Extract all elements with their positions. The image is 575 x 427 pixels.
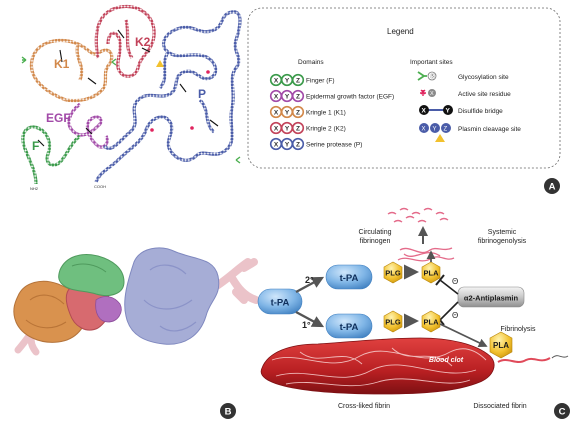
route-1-label: 1°	[302, 320, 311, 330]
dissociated-fibrin-label: Dissociated fibrin	[473, 403, 526, 410]
fibrinolysis-label: Fibrinolysis	[500, 326, 536, 333]
cross-linked-fibrin-label: Cross-liked fibrin	[338, 403, 390, 410]
svg-text:X: X	[430, 91, 434, 97]
egf-label: EGF	[46, 111, 71, 125]
legend-bead-letter: Y	[285, 125, 290, 132]
k1-label: K1	[54, 57, 70, 71]
k1-domain-chain	[29, 38, 114, 103]
legend-bead-letter: X	[274, 77, 279, 84]
legend-bead-letter: Z	[296, 109, 300, 116]
legend-bead-letter: X	[274, 125, 279, 132]
glycosylation-site-icon: Ⓢ	[417, 71, 437, 81]
protease-domain-chain	[94, 10, 242, 183]
legend-bead	[291, 105, 305, 119]
svg-text:A: A	[549, 182, 556, 193]
svg-text:C: C	[559, 407, 566, 418]
legend-domain-label: Serine protease (P)	[306, 141, 362, 148]
legend-bead	[291, 137, 305, 151]
site-label-active: Active site residue	[458, 91, 511, 98]
legend-domains-heading: Domains	[298, 59, 324, 66]
legend-title: Legend	[387, 27, 414, 36]
legend-bead	[291, 73, 305, 87]
svg-text:Z: Z	[444, 127, 448, 133]
legend-bead-letter: Z	[296, 125, 300, 132]
systemic-line1: Systemic	[488, 229, 517, 236]
circulating-fibrinogen-line1: Circulating	[358, 229, 391, 236]
route-2-label: 2°	[305, 275, 314, 285]
circulating-fibrinogen-line2: fibrinogen	[360, 238, 391, 245]
legend-bead	[291, 121, 305, 135]
legend-bead-letter: Z	[296, 77, 300, 84]
plasmin-cleavage-site-icon: X Y Z	[419, 123, 451, 142]
panel-c-letter: C	[554, 403, 570, 419]
blood-clot-icon	[260, 337, 495, 395]
panel-b-letter: B	[220, 403, 236, 419]
panel-b-structure	[13, 247, 260, 356]
site-label-cleavage: Plasmin cleavage site	[458, 126, 521, 133]
svg-text:B: B	[225, 407, 232, 418]
svg-text:Y: Y	[433, 127, 437, 133]
panel-a-chain	[21, 4, 242, 185]
legend-bead-letter: Y	[285, 141, 290, 148]
p-label: P	[198, 87, 206, 101]
legend-domain-label: Kringle 2 (K2)	[306, 125, 346, 132]
legend-bead-letter: X	[274, 109, 279, 116]
legend-bead-letter: Y	[285, 93, 290, 100]
circulating-fibrinogen-icon	[397, 247, 455, 262]
pla-top: PLA	[424, 269, 440, 278]
fibrinogen-fragments-icon	[387, 207, 449, 223]
site-label-disulfide: Disulfide bridge	[458, 108, 503, 115]
svg-text:Y: Y	[446, 108, 451, 115]
legend-bead-letter: Y	[285, 109, 290, 116]
legend-bead-letter: X	[274, 93, 279, 100]
antiplasmin-label: α2-Antiplasmin	[464, 294, 519, 303]
pla-bottom: PLA	[424, 318, 440, 327]
legend-bead-letter: Z	[296, 93, 300, 100]
active-site-residue-icon: X	[420, 89, 436, 97]
tpa-top: t-PA	[340, 273, 359, 284]
c-terminus-label: COOH	[94, 184, 106, 189]
f-label: F	[32, 139, 39, 153]
systemic-line2: fibrinogenolysis	[478, 238, 527, 245]
site-label-glycosylation: Glycosylation site	[458, 74, 509, 81]
legend-bead-letter: X	[274, 141, 279, 148]
legend-domain-label: Epidermal growth factor (EGF)	[306, 93, 394, 100]
k2-domain-chain	[94, 4, 156, 78]
finger-domain-chain	[21, 125, 82, 185]
plg-top: PLG	[385, 269, 401, 278]
svg-text:Ⓢ: Ⓢ	[430, 72, 436, 80]
legend-bead	[291, 89, 305, 103]
inhibit-symbol-bottom: Θ	[452, 311, 458, 320]
legend-domain-label: Kringle 1 (K1)	[306, 109, 346, 116]
svg-text:X: X	[422, 127, 426, 133]
disulfide-bridge-icon: X Y	[419, 105, 453, 115]
svg-text:X: X	[422, 108, 427, 115]
legend-sites-heading: Important sites	[410, 59, 453, 66]
panel-a-letter: A	[544, 178, 560, 194]
legend-bead-letter: Y	[285, 77, 290, 84]
k2-label: K2	[135, 35, 151, 49]
tpa-bottom: t-PA	[340, 322, 359, 333]
panel-c-scheme: t-PA 2° 1° t-PA PLG PLA α2-Antiplasmin Θ…	[257, 207, 569, 395]
blood-clot-label: Blood clot	[429, 357, 464, 364]
egf-domain-chain	[67, 102, 109, 149]
tpa-main: t-PA	[271, 298, 290, 309]
legend-bead-letter: Z	[296, 141, 300, 148]
n-terminus-label: NH2	[30, 186, 39, 191]
plg-bottom: PLG	[385, 318, 401, 327]
legend-domain-label: Finger (F)	[306, 77, 335, 84]
inhibit-symbol-top: Θ	[452, 277, 458, 286]
pla-right: PLA	[493, 341, 509, 350]
